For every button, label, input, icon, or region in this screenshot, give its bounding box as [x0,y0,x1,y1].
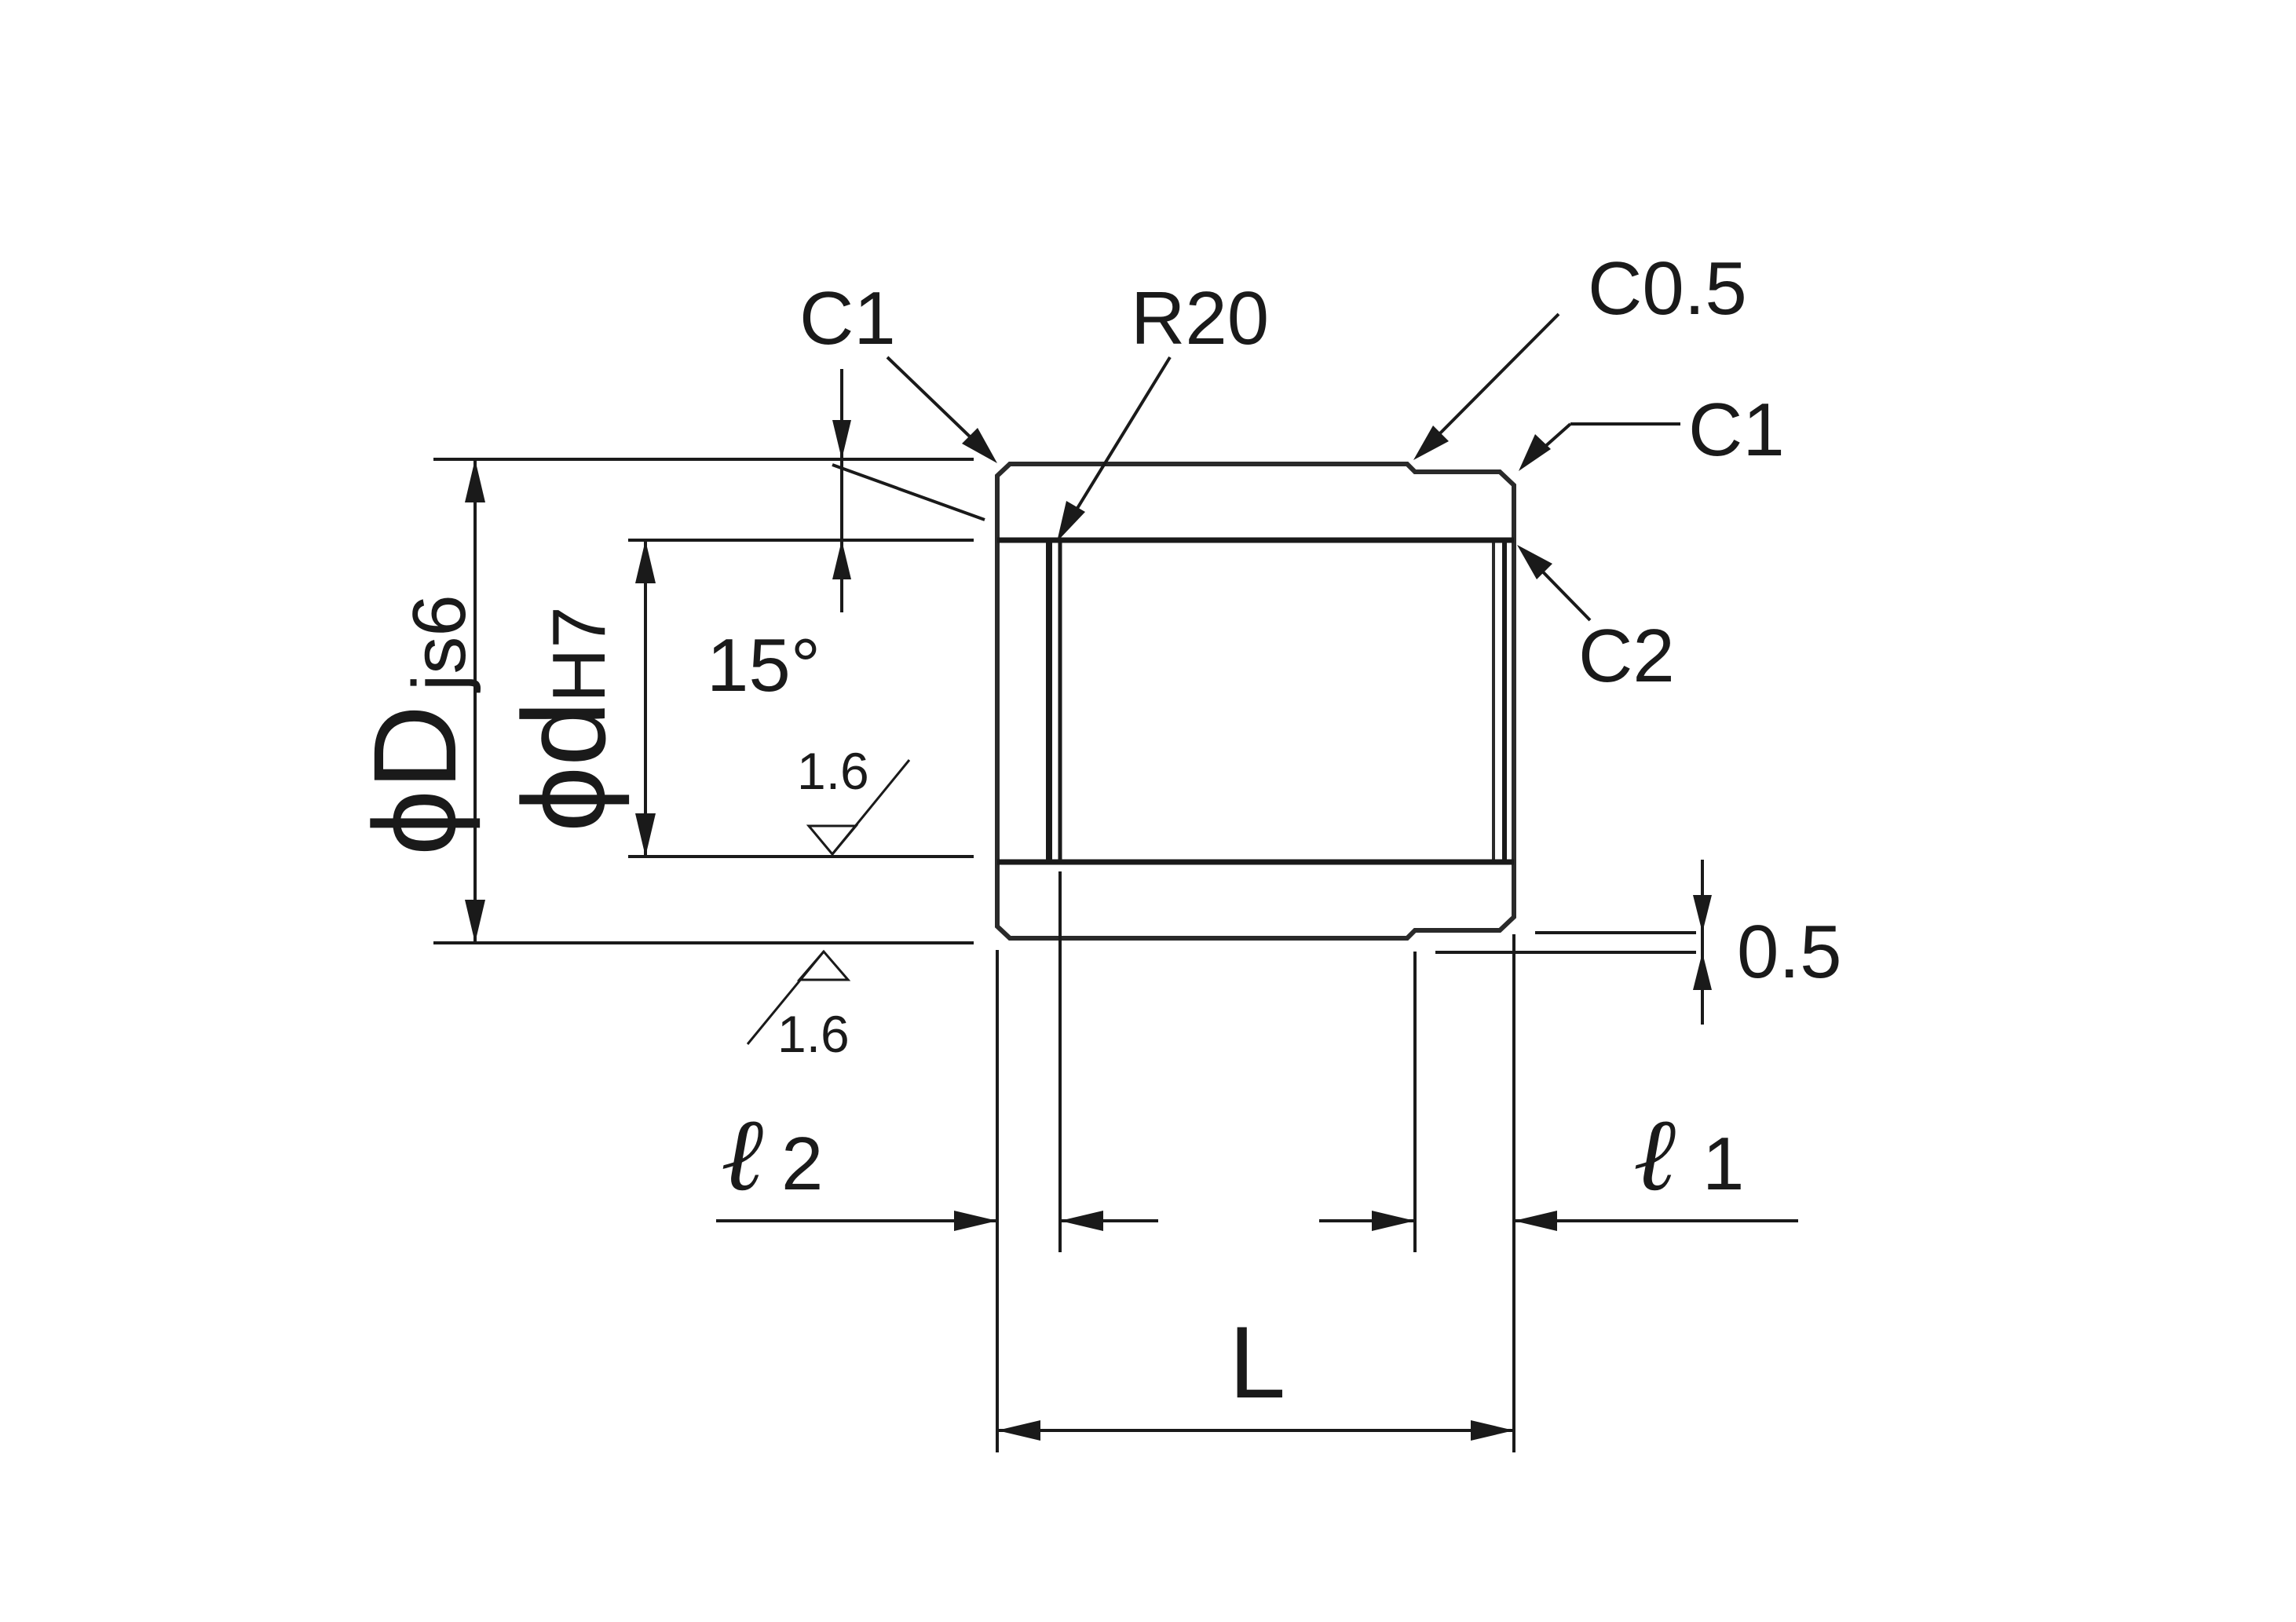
inner-diameter-label: ϕd H7 [498,606,630,832]
c2-label: C2 [1578,614,1675,698]
angle-label: 15° [707,623,821,707]
bushing-body [995,462,1516,941]
roughness-bore-label: 1.6 [797,742,869,800]
c1-left-label: C1 [799,276,896,360]
dimension-lines [465,369,1798,1441]
c1-right-label: C1 [1688,388,1785,472]
roughness-symbol-outer [746,949,851,1045]
offset-label: 0.5 [1737,910,1841,994]
l2-symbol: ℓ [721,1094,763,1214]
r20-label: R20 [1131,276,1269,360]
extension-lines [433,458,1696,1452]
l1-symbol: ℓ [1633,1094,1676,1214]
roughness-outer-label: 1.6 [777,1005,850,1063]
l2-subscript: 2 [781,1122,823,1206]
c05-label: C0.5 [1588,247,1747,331]
roughness-symbol-bore [806,759,911,857]
bottom-wall [995,860,1516,941]
top-wall [995,462,1516,542]
l1-subscript: 1 [1702,1122,1744,1206]
bore [1047,538,1507,864]
l1-label: ℓ 1 [1633,1094,1744,1214]
outer-dia-tolerance: js6 [397,594,481,693]
leader-lines [886,312,1680,622]
bore-entry-face [995,538,1051,864]
inner-dia-tolerance: H7 [537,606,621,703]
length-label: L [1229,1305,1285,1419]
l2-label: ℓ 2 [721,1094,823,1214]
outer-diameter-label: ϕD js6 [349,594,481,856]
outer-dia-symbol: ϕD [349,705,481,856]
inner-dia-symbol: ϕd [498,701,630,832]
